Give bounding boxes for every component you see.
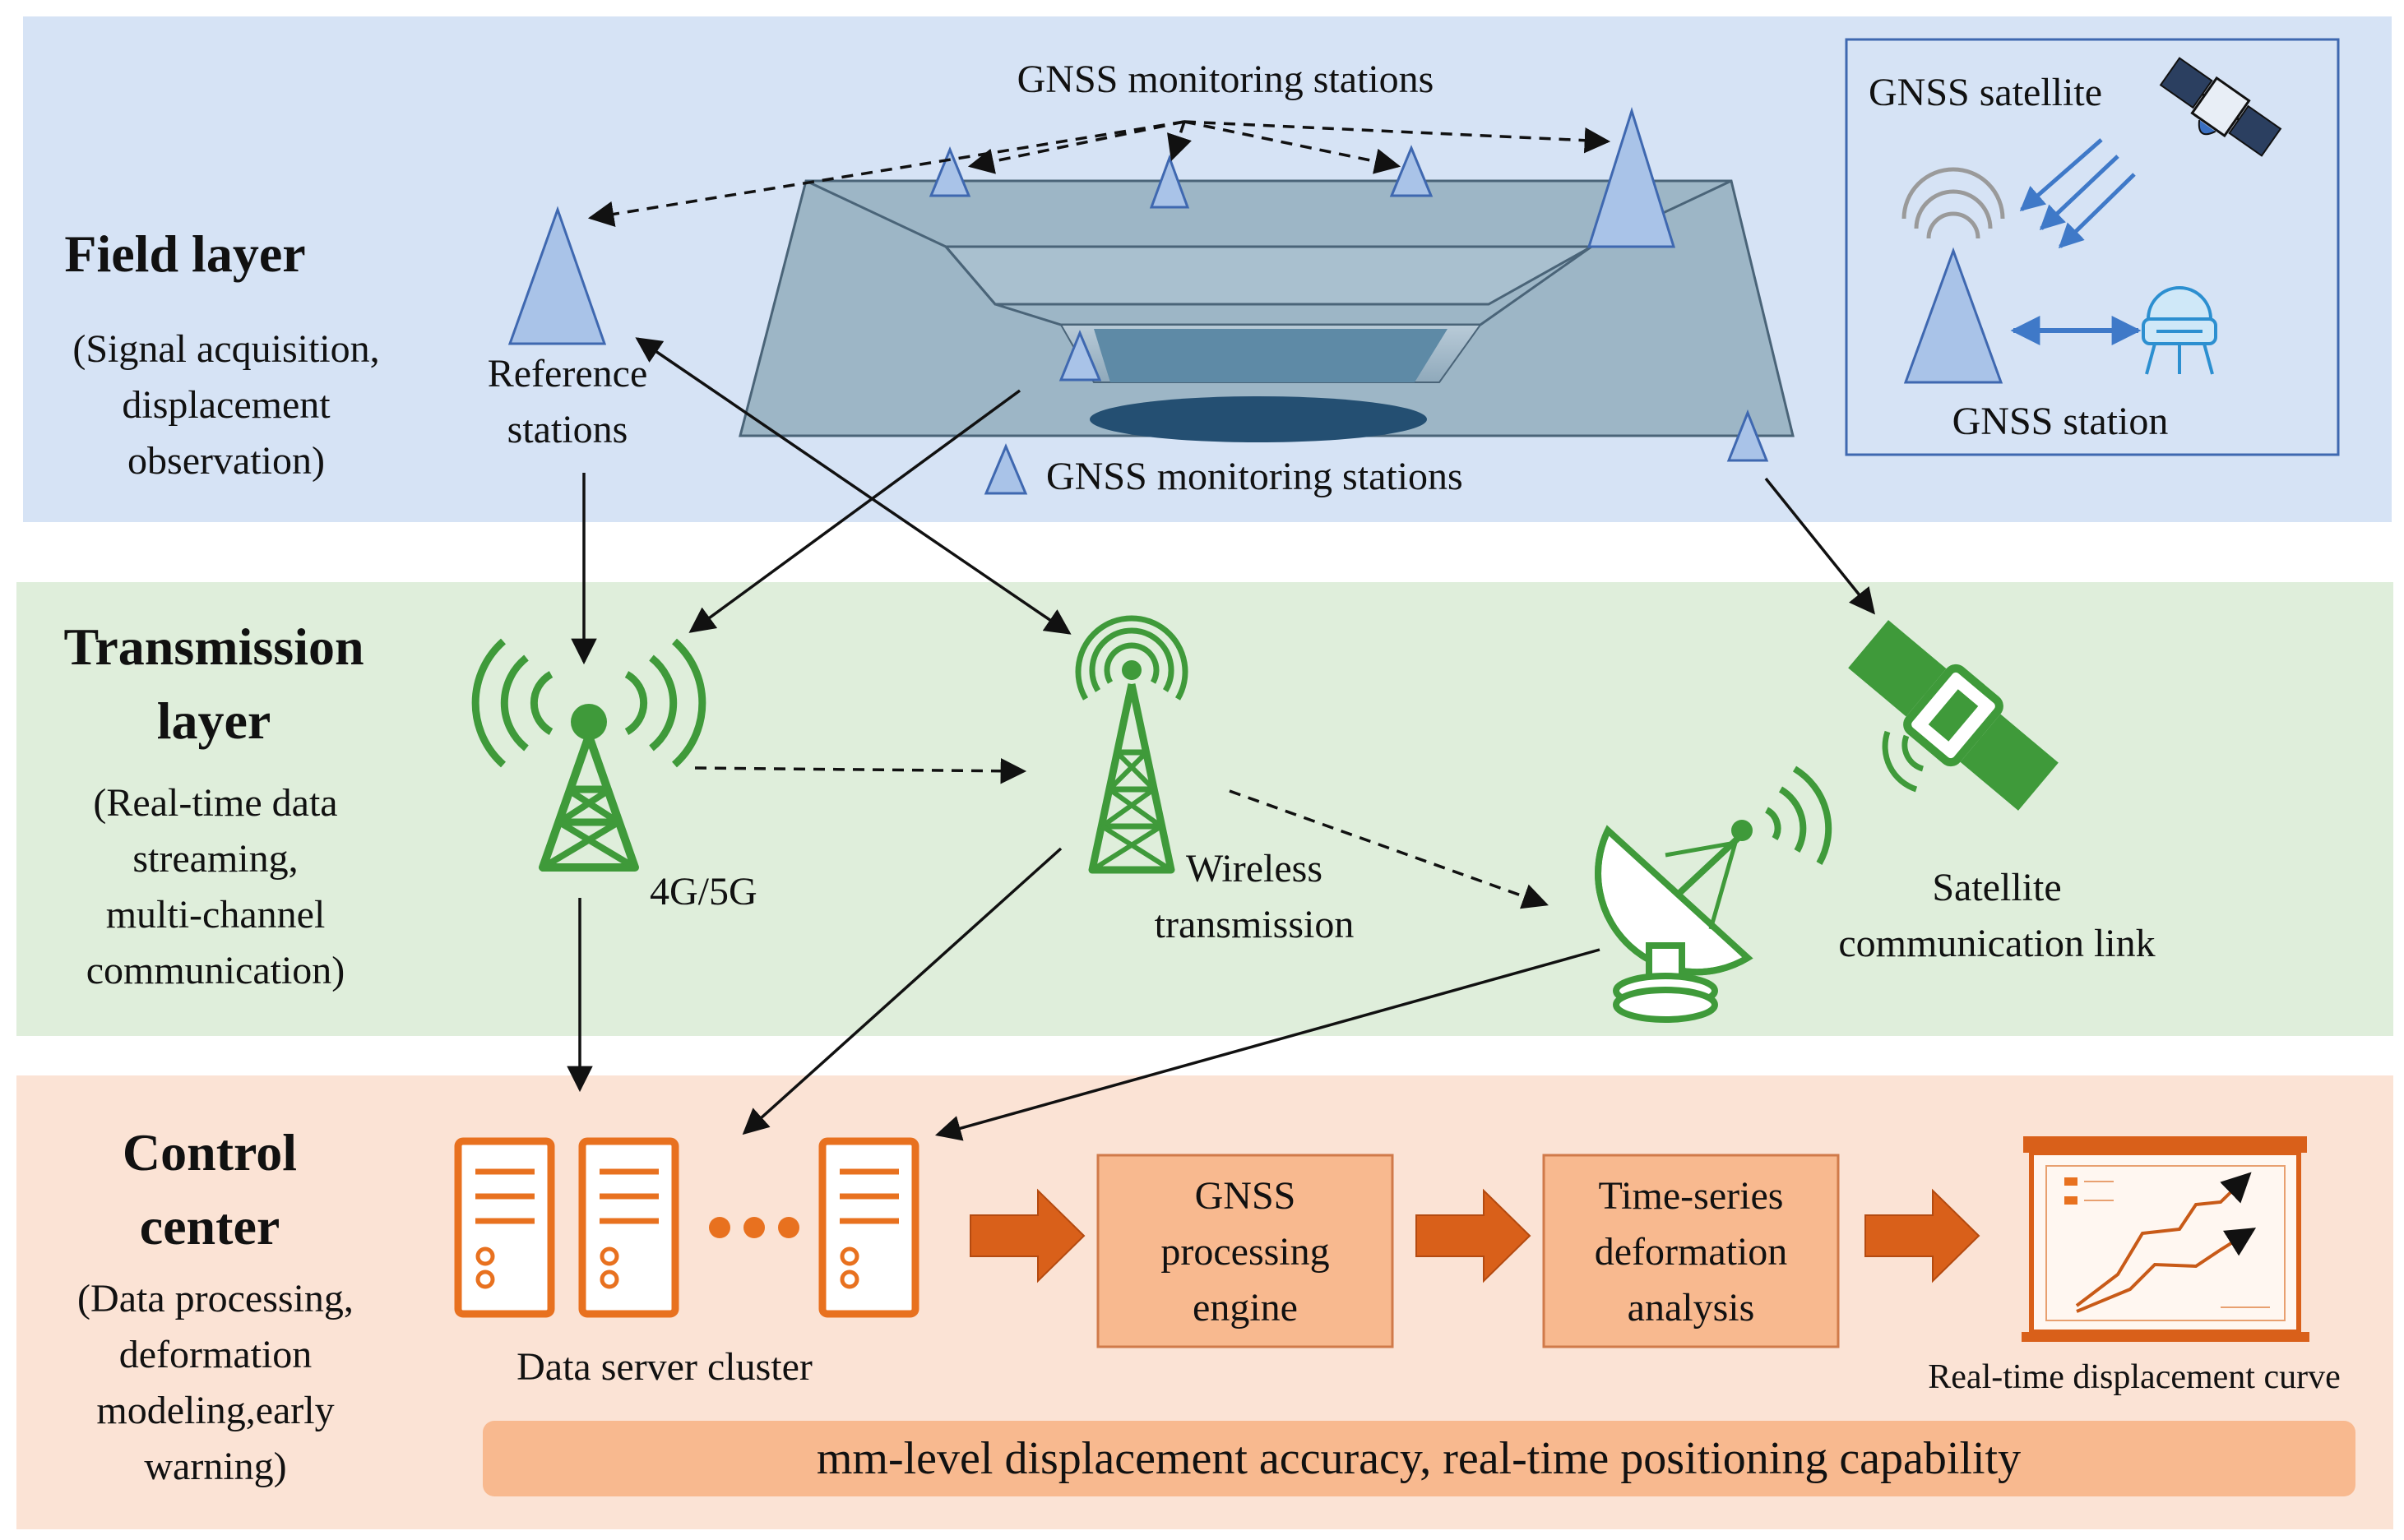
flow-arrow-icon bbox=[1864, 1188, 1980, 1283]
analysis-box-line-1: Time-series bbox=[1599, 1174, 1784, 1218]
server-icon bbox=[578, 1137, 679, 1318]
gnss-processing-engine-box bbox=[1096, 1154, 1394, 1348]
satellite-signal-waves-icon bbox=[1882, 730, 1925, 793]
control-layer-desc-2: deformation bbox=[119, 1333, 313, 1376]
cellular-tower-icon bbox=[471, 638, 706, 872]
time-series-analysis-box bbox=[1542, 1154, 1840, 1348]
wireless-label-1: Wireless bbox=[1186, 847, 1322, 890]
ellipsis-dots-icon bbox=[709, 1217, 799, 1238]
data-server-cluster-label: Data server cluster bbox=[516, 1345, 813, 1389]
control-center-title-2: center bbox=[140, 1197, 280, 1256]
processing-box-line-3: engine bbox=[1193, 1286, 1298, 1330]
transmission-layer-band bbox=[16, 582, 2393, 1036]
real-time-curve-label: Real-time displacement curve bbox=[1928, 1358, 2340, 1396]
transmission-layer-desc-2: streaming, bbox=[132, 837, 298, 881]
open-pit-illustration bbox=[739, 179, 1795, 442]
monitoring-station-icon bbox=[1726, 409, 1769, 462]
wireless-tower-icon bbox=[1075, 615, 1188, 874]
control-layer-desc-3: modeling,early bbox=[96, 1389, 334, 1432]
transmission-layer-desc-4: communication) bbox=[86, 949, 345, 992]
analysis-box-line-3: analysis bbox=[1628, 1286, 1755, 1330]
field-layer-desc-2: displacement bbox=[122, 383, 331, 427]
field-layer-desc-1: (Signal acquisition, bbox=[72, 327, 379, 371]
4g5g-label: 4G/5G bbox=[650, 870, 757, 913]
field-layer-desc-3: observation) bbox=[127, 439, 325, 483]
monitoring-station-icon bbox=[929, 146, 971, 197]
accuracy-banner-text: mm-level displacement accuracy, real-tim… bbox=[817, 1433, 2021, 1484]
gnss-station-label: GNSS station bbox=[1952, 400, 2169, 443]
control-center-title-1: Control bbox=[123, 1123, 297, 1182]
processing-box-line-1: GNSS bbox=[1195, 1174, 1296, 1218]
field-layer-title: Field layer bbox=[64, 224, 305, 283]
reference-station-icon bbox=[507, 206, 607, 345]
server-icon bbox=[454, 1137, 555, 1318]
control-layer-desc-1: (Data processing, bbox=[77, 1277, 354, 1320]
gnss-receiver-icon bbox=[2142, 286, 2217, 375]
displacement-curve-board-icon bbox=[2022, 1136, 2309, 1342]
monitoring-stations-top-label: GNSS monitoring stations bbox=[1017, 58, 1434, 101]
flow-arrow-icon bbox=[970, 1188, 1086, 1283]
reference-stations-label-2: stations bbox=[507, 408, 628, 451]
server-icon bbox=[818, 1137, 919, 1318]
gnss-inset-panel: GNSS satellite bbox=[1845, 38, 2340, 456]
accuracy-banner bbox=[483, 1421, 2355, 1496]
satellite-dish-icon bbox=[1595, 765, 1832, 1023]
transmission-layer-title-1: Transmission bbox=[63, 617, 364, 676]
flow-arrow-icon bbox=[1415, 1188, 1531, 1283]
satellite-link-label-2: communication link bbox=[1838, 922, 2155, 965]
analysis-box-line-2: deformation bbox=[1595, 1230, 1788, 1274]
communication-satellite-icon bbox=[1848, 620, 2059, 811]
transmission-layer-desc-3: multi-channel bbox=[106, 893, 326, 936]
monitoring-stations-bottom-label: GNSS monitoring stations bbox=[1046, 455, 1463, 498]
transmission-layer-desc-1: (Real-time data bbox=[93, 781, 337, 825]
reference-stations-label-1: Reference bbox=[488, 352, 648, 395]
transmission-layer-title-2: layer bbox=[157, 691, 271, 750]
monitoring-station-icon bbox=[1149, 154, 1190, 209]
pit-bottom-pool bbox=[1090, 396, 1427, 442]
monitoring-station-icon bbox=[1586, 106, 1676, 248]
control-layer-desc-4: warning) bbox=[144, 1445, 286, 1488]
signal-waves-icon bbox=[1901, 167, 2005, 239]
monitoring-station-icon bbox=[1389, 145, 1434, 197]
satellite-link-label-1: Satellite bbox=[1932, 866, 2061, 909]
processing-box-line-2: processing bbox=[1160, 1230, 1329, 1274]
gnss-satellite-label: GNSS satellite bbox=[1869, 71, 2102, 114]
gnss-station-icon bbox=[1903, 247, 2003, 384]
gnss-satellite-icon bbox=[2159, 57, 2282, 157]
data-server-cluster bbox=[454, 1137, 919, 1318]
wireless-label-2: transmission bbox=[1155, 903, 1355, 946]
